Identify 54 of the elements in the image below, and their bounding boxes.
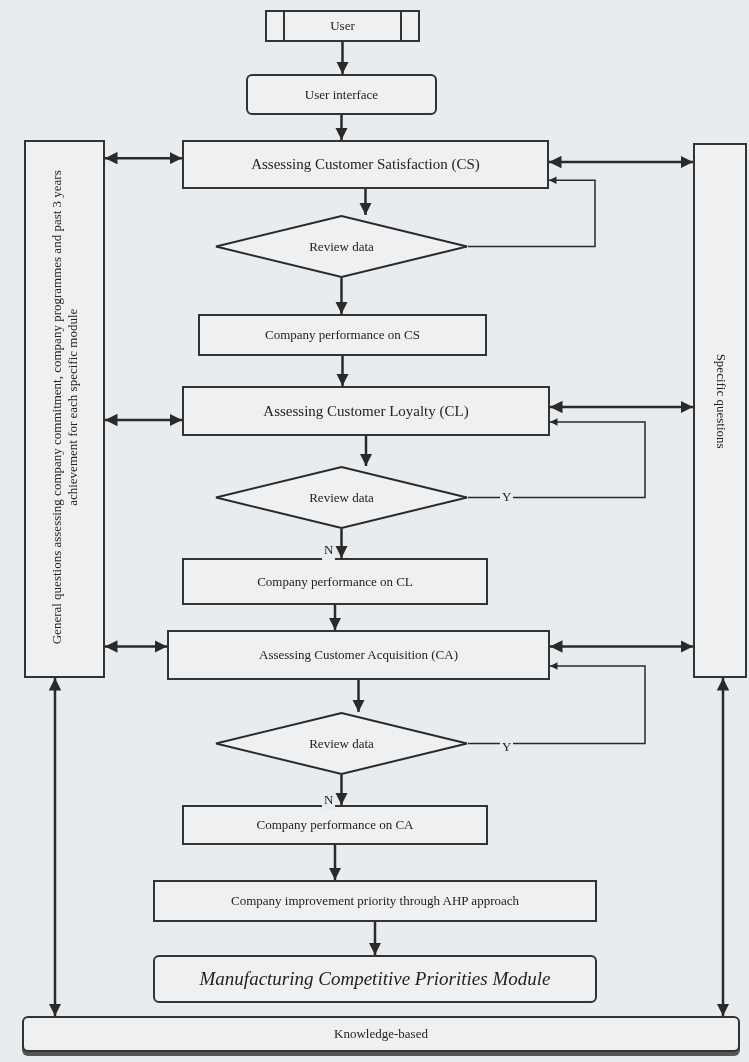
side-panel	[24, 140, 105, 678]
box-label: Assessing Customer Satisfaction (CS)	[251, 155, 480, 175]
box-label: Company improvement priority through AHP approach	[231, 892, 519, 911]
arrow	[105, 413, 182, 427]
arrow	[467, 662, 646, 745]
arrow	[368, 922, 382, 955]
arrow	[359, 189, 372, 215]
arrow	[550, 400, 693, 414]
arrow	[336, 356, 349, 386]
arrow	[335, 775, 348, 805]
arrow	[467, 176, 596, 248]
arrow	[467, 418, 646, 499]
box-label: User	[330, 17, 355, 36]
arrow	[328, 605, 342, 630]
arrow	[359, 436, 373, 466]
arrow	[716, 678, 730, 1016]
arrow	[328, 845, 342, 880]
rounded-box	[246, 74, 437, 115]
arrow	[550, 640, 693, 653]
decision-diamond	[215, 215, 468, 278]
process-box	[182, 805, 488, 845]
box-label: Company performance on CL	[257, 572, 413, 591]
arrow	[335, 278, 348, 314]
arrow	[352, 680, 365, 712]
arrow	[336, 42, 349, 74]
box-label: Assessing Customer Loyalty (CL)	[263, 401, 469, 421]
process-box	[182, 140, 549, 189]
box-label: User interface	[304, 85, 379, 104]
process-box	[167, 630, 550, 680]
arrow	[105, 151, 182, 165]
arrow	[335, 115, 348, 140]
decision-label: Review data	[309, 734, 374, 753]
box-label: Assessing Customer Acquisition (CA)	[259, 646, 458, 665]
side-panel	[693, 143, 747, 678]
box-label: Knowledge-based	[334, 1025, 428, 1044]
decision-diamond	[215, 712, 468, 775]
arrow	[335, 529, 348, 558]
decision-diamond	[215, 466, 468, 529]
arrow	[48, 678, 62, 1016]
decision-label: Review data	[309, 488, 374, 507]
predefined-process-box	[265, 10, 420, 42]
module-box	[153, 955, 597, 1003]
process-box	[198, 314, 487, 356]
arrow	[549, 155, 693, 169]
process-box	[153, 880, 597, 922]
box-label: Company performance on CA	[256, 816, 414, 835]
box-label: Manufacturing Competitive Priorities Module	[199, 966, 551, 991]
panel-text: Specific questions	[712, 352, 729, 451]
arrow	[105, 640, 167, 653]
process-box	[182, 558, 488, 605]
process-box	[182, 386, 550, 436]
decision-label: Review data	[309, 237, 374, 256]
panel-text: General questions assessing company commitment, company programmes and past 3 years achievement for each specific module	[48, 169, 81, 647]
box-label: Company performance on CS	[265, 326, 420, 345]
